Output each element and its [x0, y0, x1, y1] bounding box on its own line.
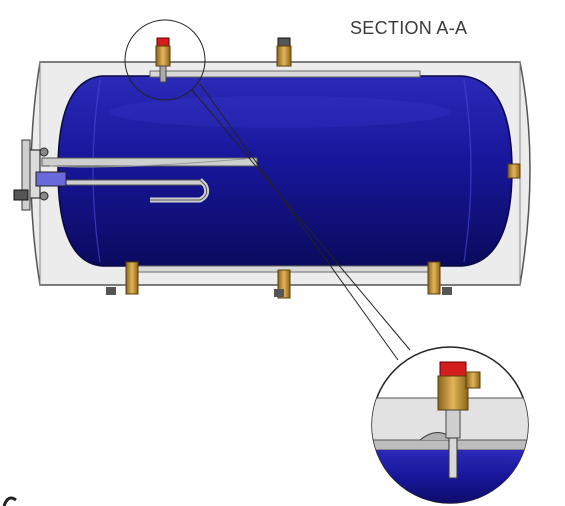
detail-view	[371, 346, 529, 504]
top-pipe	[149, 70, 421, 78]
section-title: SECTION A-A	[350, 18, 468, 38]
circle-detail-icon	[124, 19, 206, 101]
top-fitting	[276, 37, 292, 67]
right-nozzle	[507, 163, 521, 179]
safety-valve	[155, 37, 171, 83]
bottom-fittings	[106, 261, 452, 299]
flange-assembly	[13, 139, 67, 211]
corner-mark	[2, 496, 17, 506]
inner-tank	[57, 75, 513, 267]
leader-lines	[191, 83, 411, 361]
